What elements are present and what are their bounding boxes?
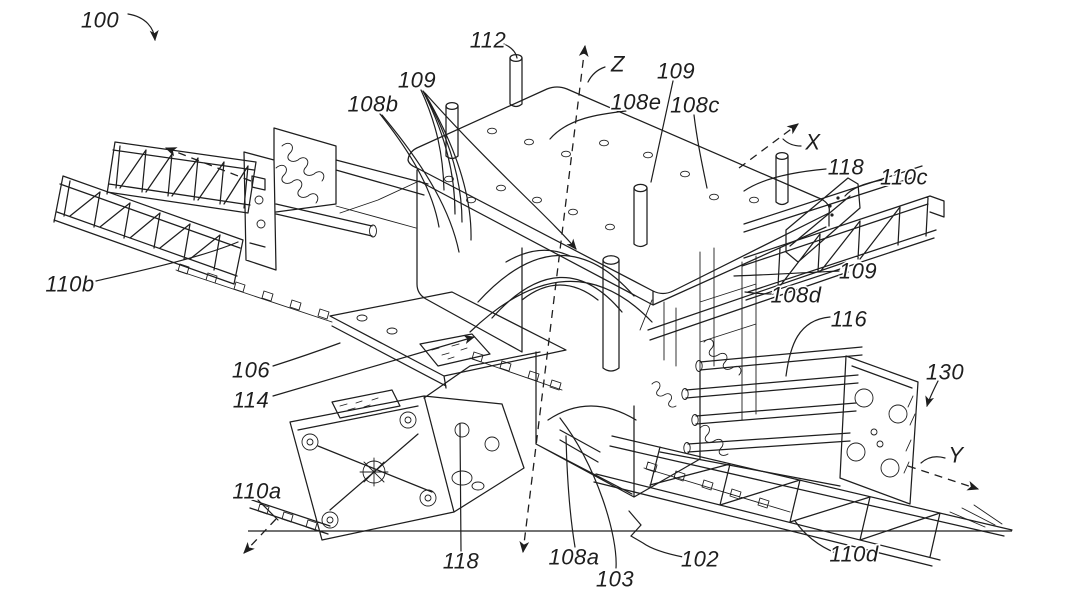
center-slab [329, 291, 567, 389]
center-slab-details [356, 314, 468, 360]
detail-dot [828, 204, 832, 208]
axis-y [907, 465, 980, 491]
carriage-130-holes [846, 388, 908, 478]
axis-y-label: Y [948, 443, 964, 468]
ref-108a-leader [565, 435, 576, 548]
press-block-110a-details [257, 397, 500, 531]
platen-holes [444, 127, 759, 231]
ref-102-leader [628, 510, 684, 558]
axis-y-neg [164, 147, 252, 182]
ref-108b-leader [379, 113, 440, 228]
ref-108d: 108d [771, 283, 822, 308]
axis-y-label-leader [920, 456, 946, 464]
ref-110b: 110b [45, 272, 94, 297]
ref-109-right-leader [733, 270, 840, 277]
ref-108d-leader [744, 291, 774, 295]
ref-106: 106 [232, 358, 270, 383]
ref-108b: 108b [348, 92, 399, 117]
ref-118-bottom: 118 [443, 549, 480, 574]
axis-z-label-leader [587, 66, 606, 83]
axes-layer [164, 44, 980, 554]
ref-103-leader [559, 417, 617, 569]
press-block-110a [249, 351, 541, 541]
ref-108e-leader [549, 110, 627, 140]
left-spring-coil [281, 142, 325, 182]
ref-109-top-mid-leader [650, 80, 674, 183]
axis-x-label: X [804, 130, 821, 155]
ref-112-leader [503, 43, 518, 59]
rail-110b [53, 175, 244, 285]
ref-100: 100 [81, 8, 119, 33]
ref-118-right-leader [743, 168, 827, 192]
ref-118-bottom-leader [459, 423, 462, 552]
ref-109-top-mid: 109 [657, 59, 695, 84]
ref-110c: 110c [880, 165, 928, 190]
axis-x-label-leader [782, 138, 802, 147]
left-carriage-block [243, 127, 429, 271]
ref-109-right: 109 [839, 259, 877, 284]
rail-110c [741, 165, 945, 301]
ref-109-top-left-leader [422, 90, 456, 215]
ref-109-top-left-leader [420, 89, 445, 191]
ref-110c-leader [844, 179, 883, 197]
ref-102: 102 [681, 547, 719, 572]
ref-108b-leader [381, 114, 460, 253]
rod-end [369, 224, 377, 238]
left-spring-coil [275, 164, 319, 204]
ref-116: 116 [831, 307, 868, 332]
rail-110d [593, 435, 1013, 567]
rail-upper-left-rear [106, 141, 257, 214]
carriage-130-plate [839, 355, 919, 505]
bolt-hole [256, 219, 266, 229]
ref-103: 103 [596, 567, 634, 592]
rail-110d-shading [643, 461, 1003, 528]
ref-116-leader [785, 316, 831, 377]
center-body [416, 169, 701, 498]
detail-dot [830, 213, 834, 217]
ref-100-leader [127, 13, 159, 42]
ref-109-top-left-leader [424, 92, 577, 250]
ref-110a-leader [257, 499, 279, 521]
axis-x [738, 123, 799, 169]
axis-z [519, 44, 589, 554]
ref-108c: 108c [670, 93, 720, 118]
ref-114: 114 [233, 388, 270, 413]
ref-108e: 108e [611, 90, 662, 115]
right-press-unit [647, 261, 863, 487]
axis-z-label: Z [610, 52, 626, 77]
ref-110b-leader [95, 241, 239, 282]
ref-109-top-left-leader [423, 91, 472, 241]
ref-110d-leader [794, 520, 837, 554]
ref-108c-leader [693, 114, 708, 189]
ref-108a: 108a [549, 545, 600, 570]
ref-112: 112 [470, 28, 507, 53]
leader-lines-layer [95, 13, 946, 569]
ref-130-leader [925, 380, 939, 408]
bolt-hole [254, 195, 264, 205]
machine-line-art [53, 53, 1013, 567]
ref-110d: 110d [829, 542, 879, 567]
ref-109-top-left-leader [422, 90, 463, 223]
ref-110a: 110a [232, 479, 281, 504]
ref-106-leader [272, 342, 341, 367]
ref-109-top-left: 109 [398, 68, 436, 93]
ref-114-leader [272, 335, 476, 397]
ref-118-right: 118 [828, 155, 865, 180]
axis-x-neg [243, 518, 277, 554]
detail-dot [836, 196, 840, 200]
right-press-details [651, 338, 916, 474]
ref-130: 130 [926, 360, 964, 385]
